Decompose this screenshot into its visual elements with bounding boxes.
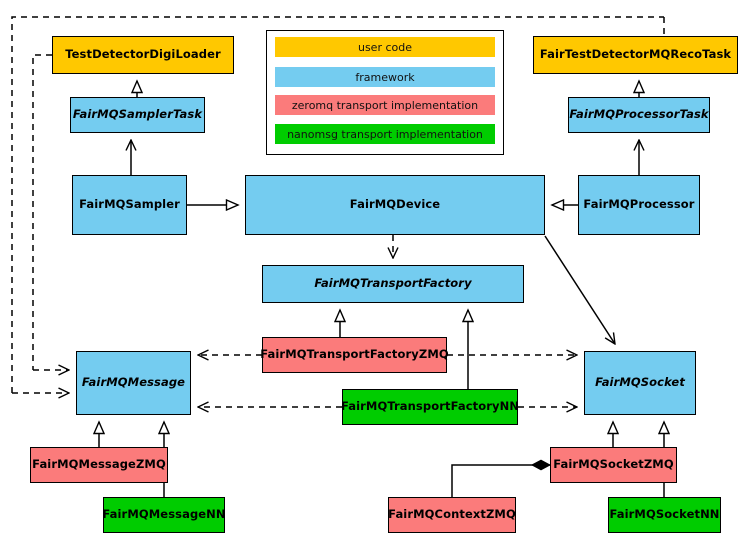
legend-item-nanomsg: nanomsg transport implementation (275, 124, 495, 144)
class-label: FairMQDevice (349, 197, 441, 212)
class-label: FairMQTransportFactoryZMQ (260, 347, 449, 362)
class-node-fairmqmessagezmq[interactable]: FairMQMessageZMQ (30, 447, 168, 483)
class-node-fairmqsocketzmq[interactable]: FairMQSocketZMQ (550, 447, 677, 483)
class-label: FairMQSocketNN (609, 507, 720, 522)
class-node-testdetectordigiloader[interactable]: TestDetectorDigiLoader (52, 36, 234, 74)
class-node-fairmqtransportfactory[interactable]: FairMQTransportFactory (262, 265, 524, 303)
class-label: FairMQTransportFactory (314, 276, 472, 291)
class-label: TestDetectorDigiLoader (65, 47, 221, 62)
class-node-fairmqprocessor[interactable]: FairMQProcessor (578, 175, 700, 235)
legend-item-user-code: user code (275, 37, 495, 57)
class-label: FairMQTransportFactoryNN (340, 399, 520, 414)
class-label: FairMQSocket (595, 375, 685, 390)
class-label: FairMQSocketZMQ (553, 457, 674, 472)
legend-item-framework: framework (275, 67, 495, 87)
class-label: FairMQSamplerTask (72, 107, 203, 122)
legend-label-nanomsg: nanomsg transport implementation (287, 127, 483, 141)
class-label: FairMQContextZMQ (388, 507, 516, 522)
class-node-fairmqtransportfactoryzmq[interactable]: FairMQTransportFactoryZMQ (260, 337, 449, 373)
edge-contextzmq-to-socketzmq (451, 465, 550, 497)
edge-device-to-socket (544, 235, 615, 344)
legend-label-zeromq: zeromq transport implementation (291, 98, 479, 112)
class-label: FairMQProcessorTask (569, 107, 709, 122)
class-node-fairmqtransportfactorynn[interactable]: FairMQTransportFactoryNN (340, 389, 520, 425)
class-node-fairmqcontextzmq[interactable]: FairMQContextZMQ (388, 497, 516, 533)
class-node-fairmqmessagenn[interactable]: FairMQMessageNN (102, 497, 226, 533)
class-node-fairmqmessage[interactable]: FairMQMessage (76, 351, 191, 415)
class-node-fairmqsocket[interactable]: FairMQSocket (584, 351, 696, 415)
class-node-fairmqsocketnn[interactable]: FairMQSocketNN (608, 497, 721, 533)
class-label: FairMQMessageZMQ (32, 457, 166, 472)
class-node-fairmqsamplertask[interactable]: FairMQSamplerTask (70, 97, 205, 133)
class-label: FairMQProcessor (583, 197, 695, 212)
class-node-fairmqprocessortask[interactable]: FairMQProcessorTask (568, 97, 710, 133)
inner-dashed-frame (32, 54, 52, 370)
class-label: FairTestDetectorMQRecoTask (539, 47, 732, 62)
legend-item-zeromq: zeromq transport implementation (275, 95, 495, 115)
class-label: FairMQMessage (81, 375, 186, 390)
class-label: FairMQMessageNN (102, 507, 226, 522)
class-node-fairmqdevice[interactable]: FairMQDevice (245, 175, 545, 235)
legend-label-user-code: user code (357, 40, 413, 54)
legend-label-framework: framework (355, 70, 415, 84)
class-node-fairtestdetectormqrecotask[interactable]: FairTestDetectorMQRecoTask (533, 36, 738, 74)
class-node-fairmqsampler[interactable]: FairMQSampler (72, 175, 187, 235)
class-label: FairMQSampler (79, 197, 180, 212)
